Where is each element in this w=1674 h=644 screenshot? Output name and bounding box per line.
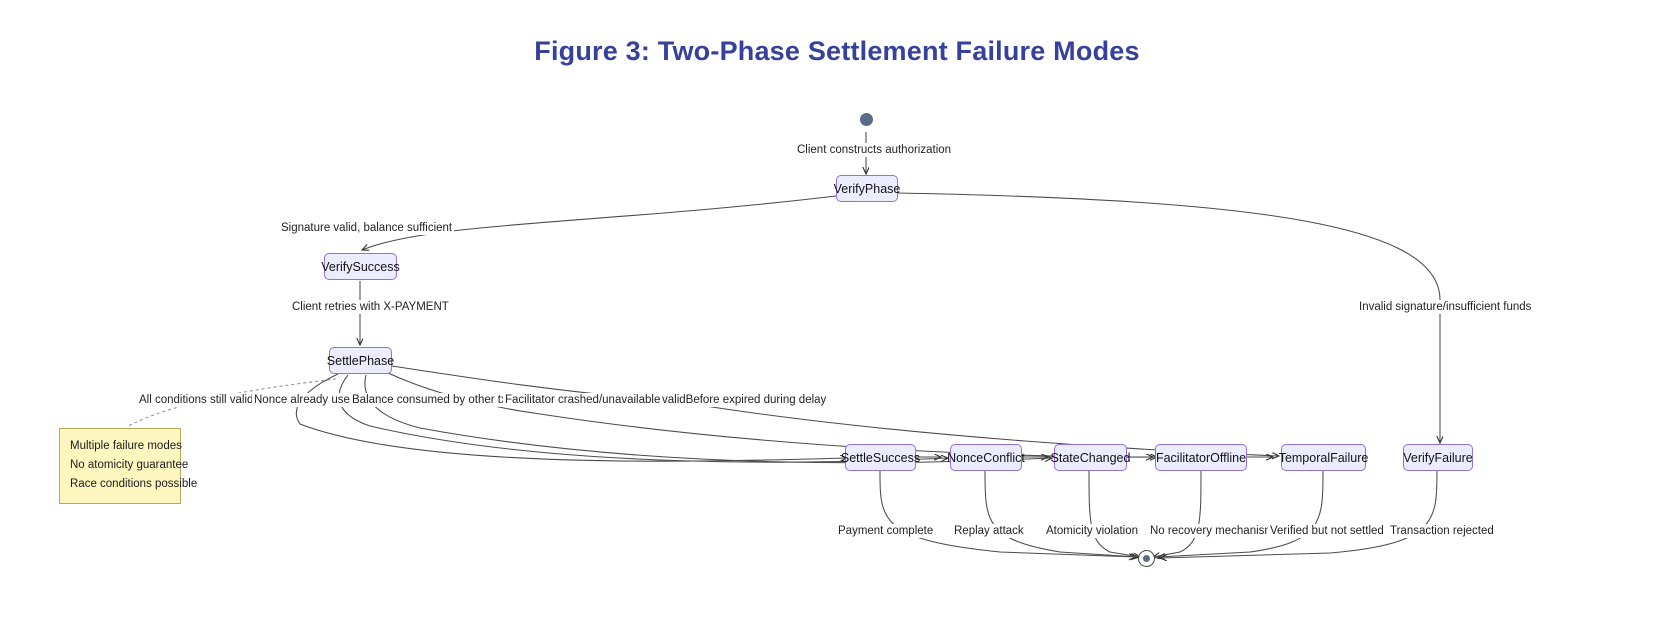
edge-label-verifyfailure-end: Transaction rejected (1388, 524, 1496, 538)
edge-label-settlephase-nonceconflict: Nonce already used (252, 393, 359, 407)
figure-title: Figure 3: Two-Phase Settlement Failure M… (534, 36, 1140, 66)
edge-label-verifyphase-verifysuccess: Signature valid, balance sufficient (279, 221, 455, 235)
edge-label-start-verifyphase: Client constructs authorization (795, 143, 954, 157)
state-node-nonceconflict[interactable]: NonceConflict (947, 444, 1025, 471)
state-node-facilitatoroffline[interactable]: FacilitatorOffline (1155, 444, 1247, 471)
note-box-settlephase: Multiple failure modes No atomicity guar… (59, 428, 198, 504)
edge-label-verifyphase-verifyfailure: Invalid signature/insufficient funds (1357, 300, 1534, 314)
start-state-circle (860, 113, 873, 126)
state-node-settlesuccess[interactable]: SettleSuccess (841, 444, 920, 471)
state-node-statechanged[interactable]: StateChanged (1051, 444, 1130, 471)
edge-label-settlephase-statechanged: Balance consumed by other tx (350, 393, 509, 407)
edge-label-settlephase-temporalfailure: validBefore expired during delay (660, 393, 829, 407)
edge-label-settlesuccess-end: Payment complete (836, 524, 936, 538)
edge-label-verifysuccess-settlephase: Client retries with X-PAYMENT (290, 300, 451, 314)
edge-label-statechanged-end: Atomicity violation (1044, 524, 1141, 538)
state-node-settlephase[interactable]: SettlePhase (327, 347, 394, 374)
state-node-verifyphase[interactable]: VerifyPhase (834, 175, 900, 202)
state-node-verifyfailure[interactable]: VerifyFailure (1403, 444, 1473, 471)
note-line-1: Multiple failure modes (70, 440, 182, 452)
note-line-2: No atomicity guarantee (70, 459, 189, 471)
edge-label-facilitatoroffline-end: No recovery mechanism (1148, 524, 1276, 538)
end-state-double-circle (1138, 550, 1155, 567)
edge-label-settlephase-facilitatoroffline: Facilitator crashed/unavailable (503, 393, 663, 407)
edge-label-settlephase-settlesuccess: All conditions still valid (137, 393, 256, 407)
edge-label-nonceconflict-end: Replay attack (952, 524, 1026, 538)
state-node-temporalfailure[interactable]: TemporalFailure (1279, 444, 1368, 471)
state-node-verifysuccess[interactable]: VerifySuccess (321, 253, 400, 280)
edge-label-temporalfailure-end: Verified but not settled (1268, 524, 1386, 538)
note-line-3: Race conditions possible (70, 478, 198, 490)
